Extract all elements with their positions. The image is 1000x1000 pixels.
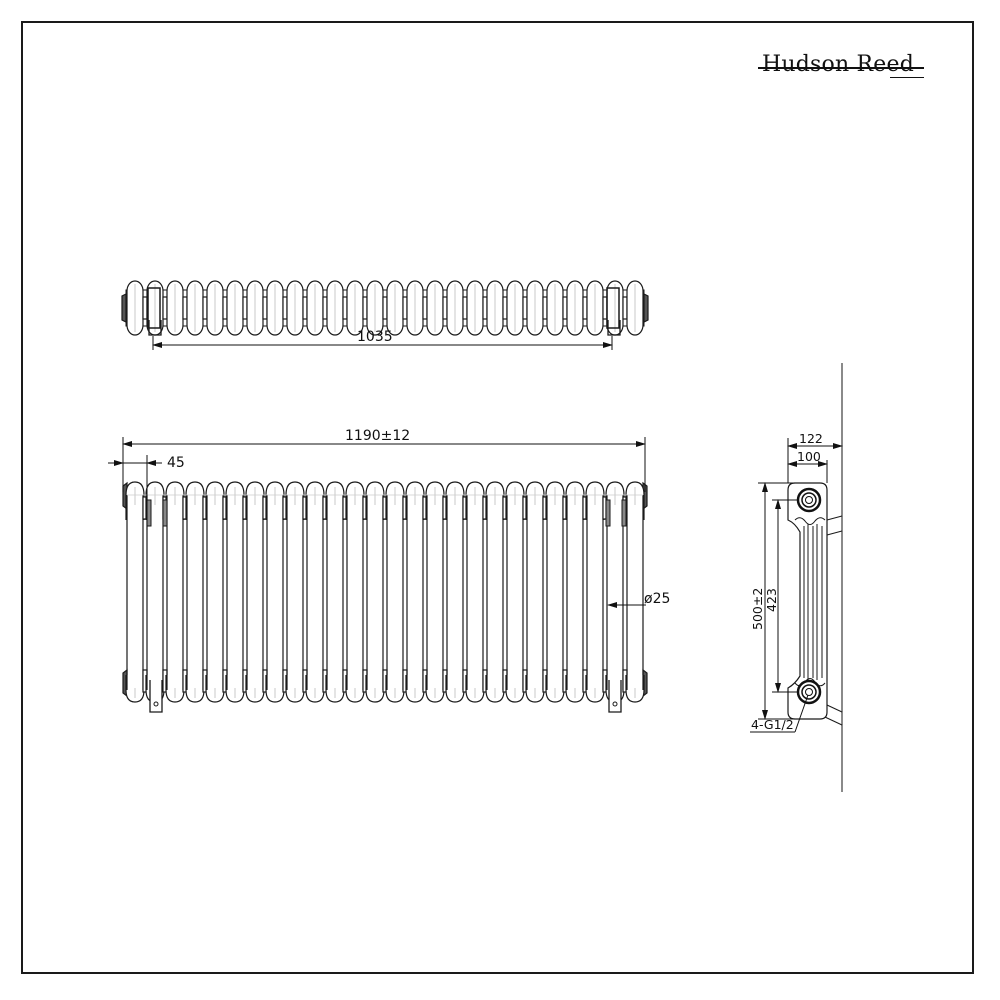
front-view-dimensions: 1190±12 45 ø25 bbox=[108, 428, 670, 608]
overall-height-label: 500±2 bbox=[750, 588, 765, 630]
brand-name: Hudson Reed bbox=[762, 52, 915, 77]
bottom-connection-icon bbox=[796, 679, 822, 705]
front-view bbox=[122, 481, 648, 713]
pipe-centres-label: 423 bbox=[764, 588, 779, 612]
column-diameter-label: ø25 bbox=[644, 591, 670, 607]
overall-depth-label: 122 bbox=[799, 431, 823, 446]
end-offset-label: 45 bbox=[167, 455, 185, 471]
top-view bbox=[121, 280, 649, 336]
logo-strike-line bbox=[758, 67, 925, 69]
drawing-border bbox=[21, 21, 974, 974]
brand-logo: Hudson Reed bbox=[758, 52, 925, 78]
body-depth-label: 100 bbox=[797, 449, 821, 464]
overall-width-label: 1190±12 bbox=[345, 428, 410, 444]
bracket-centres-label: 1035 bbox=[357, 329, 393, 345]
connections-label: 4-G1/2 bbox=[751, 717, 794, 732]
side-view: 122 100 500±2 423 4-G1/2 bbox=[750, 363, 843, 792]
logo-underline bbox=[890, 76, 925, 78]
top-view-dimension: 1035 bbox=[152, 329, 613, 350]
top-connection-icon bbox=[796, 487, 822, 513]
